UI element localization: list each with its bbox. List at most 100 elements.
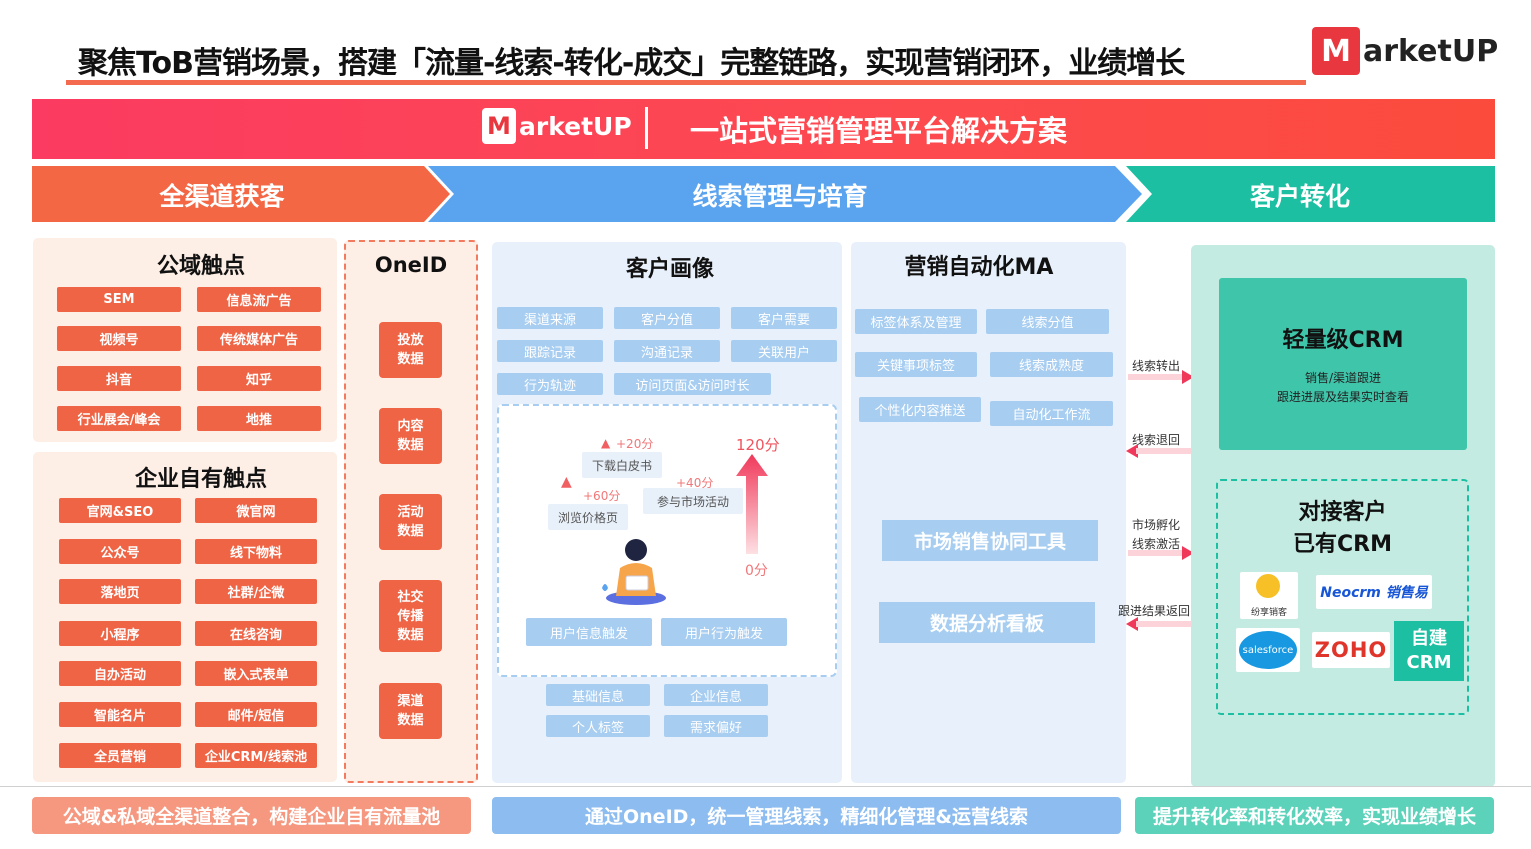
oneid-channel-data: 渠道数据: [379, 683, 442, 739]
oneid-social-data-l2: 传播: [397, 608, 424, 624]
public-touchpoints-title: 公域触点: [156, 254, 245, 279]
phase-arrow-convert: [1126, 166, 1495, 222]
oneid-event-data-l2: 数据: [397, 524, 424, 539]
phase-label-leads: 线索管理与培育: [692, 181, 868, 211]
touchpoint-douyin: 抖音: [57, 366, 181, 391]
portrait-tag-tracking: 跟踪记录: [497, 340, 603, 362]
phase-label-convert: 客户转化: [1249, 181, 1350, 211]
touchpoint-consult: 在线咨询: [195, 621, 317, 646]
touchpoint-channels: 视频号: [57, 326, 181, 351]
light-crm-box: [1219, 278, 1467, 450]
light-crm-line-2: 跟进进展及结果实时查看: [1276, 389, 1409, 404]
portrait-tag-behavior: 行为轨迹: [497, 373, 603, 395]
fxiaoke-logo-text: 纷享销客: [1250, 607, 1287, 618]
portrait-basic-info: 基础信息: [546, 684, 650, 706]
solution-banner: [32, 99, 1495, 159]
portrait-tag-communication: 沟通记录: [614, 340, 720, 362]
score-whitepaper-value: +20分: [616, 437, 654, 451]
touchpoint-crm-pool: 企业CRM/线索池: [195, 743, 317, 768]
portrait-tag-channel: 渠道来源: [497, 307, 603, 329]
score-up-icon-2: ▲: [561, 474, 572, 490]
oneid-content-data: 内容数据: [379, 408, 442, 464]
neocrm-logo: Neocrm 销售易: [1316, 575, 1432, 609]
touchpoint-sem: SEM: [57, 287, 181, 312]
oneid-ad-data-l2: 数据: [397, 352, 424, 367]
touchpoint-ground: 地推: [197, 406, 321, 431]
oneid-content-data-l2: 数据: [397, 438, 424, 453]
score-max-label: 120分: [736, 436, 780, 454]
touchpoint-website: 官网&SEO: [59, 498, 181, 523]
existing-crm-title-2: 已有CRM: [1293, 532, 1392, 557]
banner-logo-text: arketUP: [519, 111, 632, 141]
portrait-personal-tags: 个人标签: [546, 715, 650, 737]
touchpoint-landing: 落地页: [59, 579, 181, 604]
banner-logo: M arketUP: [482, 108, 632, 144]
touchpoint-card: 智能名片: [59, 702, 181, 727]
summary-leads: 通过OneID，统一管理线索，精细化管理&运营线索: [492, 797, 1121, 834]
touchpoint-traditional-media: 传统媒体广告: [197, 326, 321, 351]
oneid-channel-data-l1: 渠道: [397, 694, 424, 709]
oneid-event-data: 活动数据: [379, 494, 442, 550]
score-min-label: 0分: [745, 563, 768, 579]
page-title: 聚焦ToB营销场景，搭建「流量-线索-转化-成交」完整链路，实现营销闭环，业绩增…: [78, 46, 1185, 81]
ma-tag-key-events: 关键事项标签: [855, 352, 977, 377]
trigger-user-behavior: 用户行为触发: [661, 618, 787, 646]
existing-crm-title-1: 对接客户: [1298, 500, 1387, 525]
portrait-preferences: 需求偏好: [664, 715, 768, 737]
portrait-tag-related-users: 关联用户: [731, 340, 837, 362]
fxiaoke-logo-icon: [1256, 574, 1280, 598]
own-touchpoints-title: 企业自有触点: [134, 467, 267, 492]
touchpoint-offline: 线下物料: [195, 539, 317, 564]
score-item-activity: 参与市场活动: [643, 488, 743, 514]
flow-left-arrow-2: [1126, 617, 1194, 631]
score-arrow-icon: [736, 454, 768, 554]
brand-logo: M arketUP: [1312, 27, 1498, 75]
portrait-company-info: 企业信息: [664, 684, 768, 706]
oneid-channel-data-l2: 数据: [397, 713, 424, 728]
flow-incubate-label-1: 市场孵化: [1132, 518, 1181, 532]
self-built-crm-l1: 自建: [1411, 628, 1447, 649]
ma-tag-label-system: 标签体系及管理: [855, 309, 977, 334]
trigger-user-info: 用户信息触发: [526, 618, 652, 646]
oneid-ad-data-l1: 投放: [397, 333, 424, 348]
flow-right-arrow-2: [1128, 546, 1194, 560]
customer-portrait-title: 客户画像: [625, 257, 714, 282]
touchpoint-community: 社群/企微: [195, 579, 317, 604]
score-pricing-value: +60分: [583, 489, 621, 503]
touchpoint-micro-site: 微官网: [195, 498, 317, 523]
touchpoint-expo: 行业展会/峰会: [57, 406, 181, 431]
oneid-social-data-l1: 社交: [397, 589, 424, 605]
brand-mark-icon: M: [1312, 27, 1360, 75]
phase-label-acquire: 全渠道获客: [159, 181, 285, 211]
portrait-tag-pages: 访问页面&访问时长: [614, 373, 771, 395]
touchpoint-official-account: 公众号: [59, 539, 181, 564]
score-item-pricing: 浏览价格页: [548, 504, 628, 530]
flow-result-label: 跟进结果返回: [1118, 604, 1191, 618]
touchpoint-miniprogram: 小程序: [59, 621, 181, 646]
flow-lead-out-label: 线索转出: [1132, 359, 1181, 373]
banner-title: 一站式营销管理平台解决方案: [690, 114, 1068, 148]
banner-divider: [645, 107, 648, 149]
phase-arrow-acquire: [32, 166, 450, 222]
flow-right-arrow-1: [1128, 370, 1194, 384]
touchpoint-events: 自办活动: [59, 661, 181, 686]
portrait-tag-needs: 客户需要: [731, 307, 837, 329]
phase-arrow-leads: [428, 166, 1142, 222]
oneid-event-data-l1: 活动: [397, 505, 424, 520]
data-analysis-board: 数据分析看板: [879, 602, 1095, 643]
oneid-content-data-l1: 内容: [397, 419, 424, 434]
existing-crm-box: [1216, 479, 1469, 715]
oneid-ad-data: 投放数据: [379, 322, 442, 378]
oneid-social-data-l3: 数据: [397, 627, 424, 643]
banner-logo-mark-icon: M: [482, 108, 516, 144]
ma-tag-lead-maturity: 线索成熟度: [990, 352, 1113, 377]
summary-acquire: 公域&私域全渠道整合，构建企业自有流量池: [32, 797, 471, 834]
ma-tag-workflow: 自动化工作流: [990, 401, 1113, 426]
light-crm-title: 轻量级CRM: [1282, 328, 1404, 353]
score-item-whitepaper: 下载白皮书: [582, 452, 662, 478]
bottom-separator: [0, 786, 1531, 787]
touchpoint-embed-form: 嵌入式表单: [195, 661, 317, 686]
summary-convert: 提升转化率和转化效率，实现业绩增长: [1135, 797, 1494, 834]
marketing-automation-title: 营销自动化MA: [904, 255, 1054, 280]
